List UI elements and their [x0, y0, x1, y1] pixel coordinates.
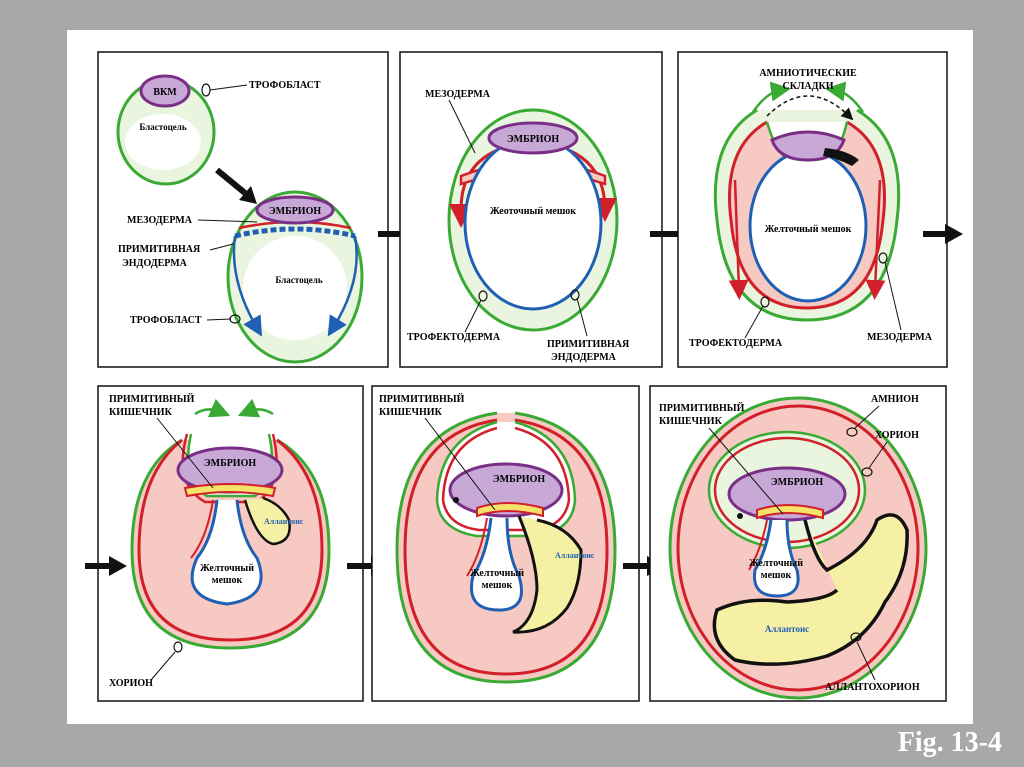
label-amniotic-folds-2: СКЛАДКИ [782, 81, 833, 92]
yolk-sac [752, 519, 800, 598]
primitive-gut [183, 483, 277, 498]
icm [139, 74, 191, 108]
arrow-icon [215, 167, 247, 196]
label-primitive-gut-2: КИШЕЧНИК [109, 407, 173, 418]
label-yolk-sac: Жеоточный мешок [490, 206, 576, 217]
label-trophoblast-bottom: ТРОФОБЛАСТ [130, 315, 202, 326]
label-amniotic-folds-1: АМНИОТИЧЕСКИЕ [759, 68, 857, 79]
label-mesoderm: МЕЗОДЕРМА [425, 89, 491, 100]
label-yolk-sac-1: Желточный [200, 563, 254, 574]
arrow-icon [923, 224, 963, 244]
label-allantois: Аллантоис [264, 517, 304, 526]
label-yolk-sac-1: Желточный [749, 558, 803, 569]
label-primitive-endoderm-2: ЭНДОДЕРМА [122, 258, 188, 269]
panel-2: ЭМБРИОН Жеоточный мешок МЕЗОДЕРМА ТРОФЕК… [399, 51, 663, 368]
label-yolk-sac: Желточный мешок [765, 224, 852, 235]
label-embryo: ЭМБРИОН [269, 206, 321, 217]
label-embryo: ЭМБРИОН [507, 134, 559, 145]
label-mesoderm: МЕЗОДЕРМА [867, 332, 933, 343]
yolk-sac [470, 517, 523, 612]
allantois [243, 496, 291, 546]
panel-3: АМНИОТИЧЕСКИЕ СКЛАДКИ Желточный мешок ТР… [677, 51, 948, 368]
allantois [512, 515, 583, 634]
label-yolk-sac-2: мешок [212, 575, 243, 586]
label-embryo: ЭМБРИОН [204, 458, 256, 469]
primitive-gut [756, 504, 824, 520]
label-chorion: ХОРИОН [875, 430, 919, 441]
panel-1: ВКМ Бластоцель ТРОФОБЛАСТ ЭМБРИОН Бласто… [97, 51, 389, 368]
label-allantois: Аллантоис [765, 624, 809, 634]
label-primitive-gut-1: ПРИМИТИВНЫЙ [379, 393, 465, 405]
label-primitive-gut-2: КИШЕЧНИК [379, 407, 443, 418]
label-primitive-gut-1: ПРИМИТИВНЫЙ [659, 402, 745, 414]
label-primitive-endoderm-1: ПРИМИТИВНАЯ [547, 339, 630, 350]
label-blastocoel-top: Бластоцель [139, 122, 186, 132]
label-embryo: ЭМБРИОН [493, 474, 545, 485]
primitive-gut [476, 502, 544, 518]
label-yolk-sac-1: Желточный [470, 568, 524, 579]
label-primitive-endoderm-1: ПРИМИТИВНАЯ [118, 244, 201, 255]
figure-label: Fig. 13-4 [897, 727, 1002, 758]
label-yolk-sac-2: мешок [761, 570, 792, 581]
arrow-icon [85, 556, 127, 576]
embryo [255, 195, 335, 225]
label-trophectoderm: ТРОФЕКТОДЕРМА [689, 338, 783, 349]
label-trophoblast-top: ТРОФОБЛАСТ [249, 80, 321, 91]
label-primitive-gut-2: КИШЕЧНИК [659, 416, 723, 427]
label-chorion: ХОРИОН [109, 678, 153, 689]
allantochorion [712, 513, 909, 666]
label-vkm: ВКМ [153, 87, 177, 98]
label-primitive-endoderm-2: ЭНДОДЕРМА [551, 352, 617, 363]
label-amnion: АМНИОН [871, 394, 919, 405]
embryo-development-diagram: ВКМ Бластоцель ТРОФОБЛАСТ ЭМБРИОН Бласто… [85, 51, 963, 702]
panel-5: ЭМБРИОН Аллантоис Желточный мешок ПРИМИТ… [371, 385, 640, 702]
label-blastocoel-bottom: Бластоцель [275, 275, 322, 285]
label-primitive-gut-1: ПРИМИТИВНЫЙ [109, 393, 195, 405]
figure-sheet: ВКМ Бластоцель ТРОФОБЛАСТ ЭМБРИОН Бласто… [67, 30, 973, 724]
yolk-sac [463, 135, 603, 311]
embryo [448, 462, 564, 518]
panel-6: ЭМБРИОН Аллантоис Желточный мешок ПРИМИТ… [649, 385, 947, 702]
label-allantochorion: АЛЛАНТОХОРИОН [825, 682, 920, 693]
label-mesoderm: МЕЗОДЕРМА [127, 215, 193, 226]
label-allantois: Аллантоис [555, 551, 595, 560]
label-trophectoderm: ТРОФЕКТОДЕРМА [407, 332, 501, 343]
label-embryo: ЭМБРИОН [771, 477, 823, 488]
panel-4: ЭМБРИОН Аллантоис Желточный мешок ПРИМИТ… [97, 385, 364, 702]
yolk-sac [190, 499, 263, 606]
embryo [487, 121, 579, 155]
label-yolk-sac-2: мешок [482, 580, 513, 591]
